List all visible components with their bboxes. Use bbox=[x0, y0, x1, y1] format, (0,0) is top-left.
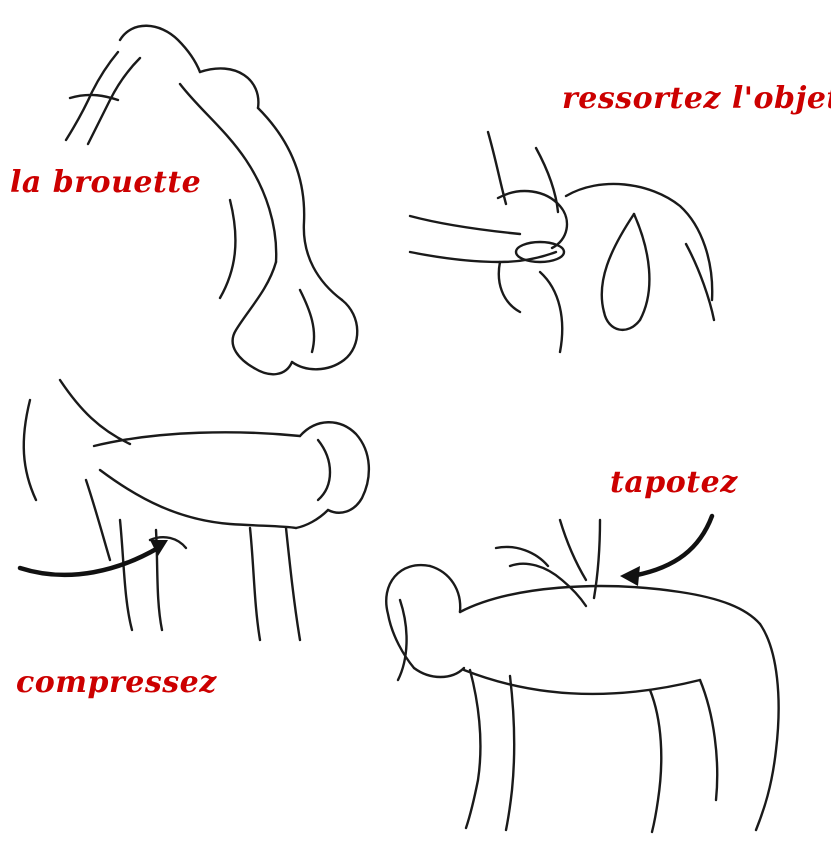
compress-arrowhead bbox=[150, 540, 168, 556]
label-wheelbarrow: la brouette bbox=[10, 168, 201, 198]
pat-arrowhead bbox=[620, 566, 640, 586]
label-compress: compressez bbox=[16, 668, 217, 698]
compress-arrow bbox=[20, 548, 158, 575]
label-pat: tapotez bbox=[610, 468, 738, 498]
pat-arrow bbox=[632, 516, 712, 576]
pat-illustration bbox=[386, 516, 778, 832]
label-remove-object: ressortez l'objet bbox=[562, 84, 831, 114]
compress-illustration bbox=[20, 380, 369, 640]
remove-object-illustration bbox=[410, 132, 714, 352]
